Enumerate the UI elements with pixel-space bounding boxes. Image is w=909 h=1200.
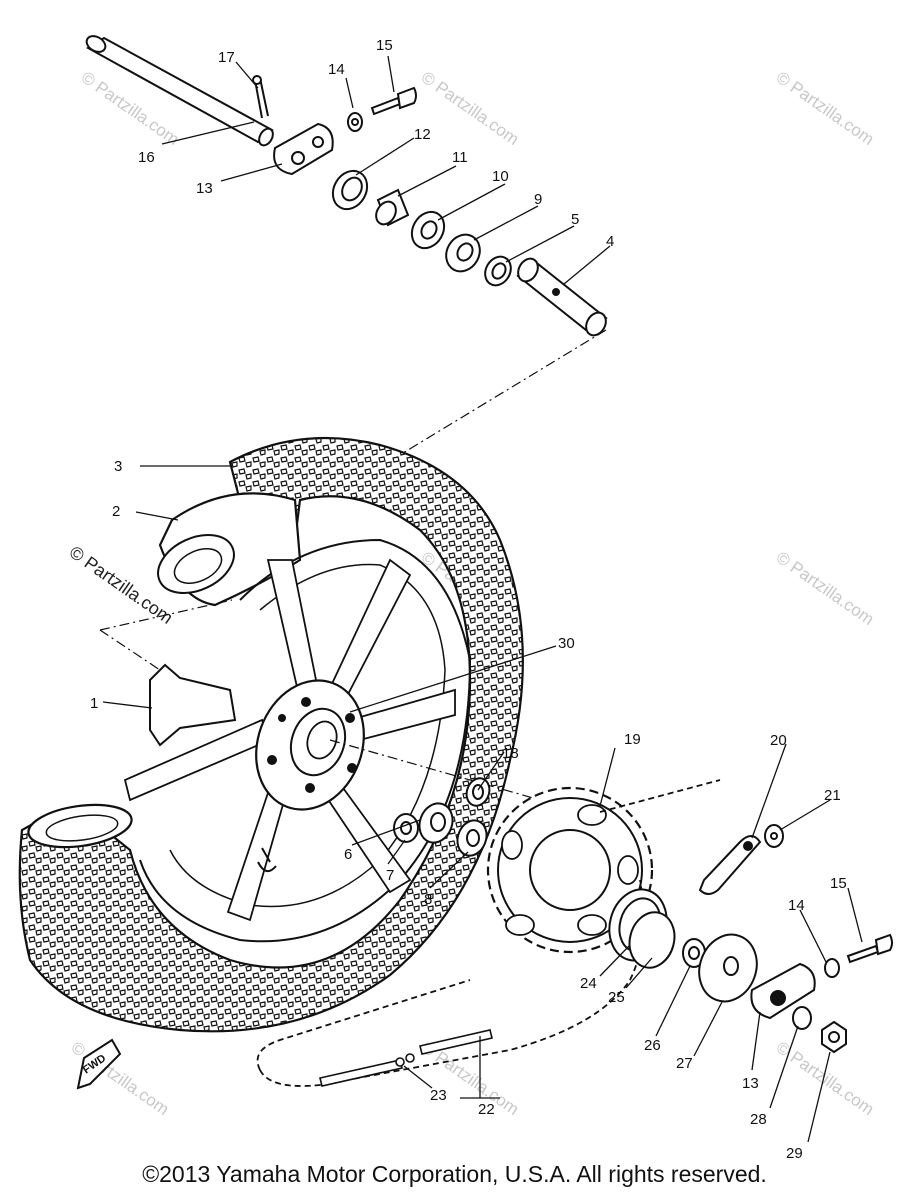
part-labels: 17 14 15 16 13 12 11 10 9 5 4 3 2 1 30 1… — [90, 37, 847, 1162]
part-label-6: 6 — [344, 846, 352, 863]
part-label-26: 26 — [644, 1037, 661, 1054]
part-label-18: 18 — [502, 745, 519, 762]
part-label-19: 19 — [624, 731, 641, 748]
hub-bearings — [393, 777, 491, 857]
part-label-24: 24 — [580, 975, 597, 992]
rear-sprocket — [486, 786, 654, 954]
part-label-16: 16 — [138, 149, 155, 166]
part-label-21: 21 — [824, 787, 841, 804]
part-label-28: 28 — [750, 1111, 767, 1128]
watermark: © Partzilla.com — [773, 1038, 878, 1119]
part-label-4: 4 — [606, 233, 614, 250]
part-label-22: 22 — [478, 1101, 495, 1118]
leader-lines — [102, 55, 863, 1143]
part-label-14b: 14 — [788, 897, 805, 914]
part-label-11: 11 — [452, 149, 468, 166]
hub-flange — [149, 663, 237, 747]
part-label-20: 20 — [770, 732, 787, 749]
part-label-13: 13 — [196, 180, 213, 197]
axle-assembly — [85, 35, 608, 337]
alignment-line — [374, 329, 607, 471]
part-label-25: 25 — [608, 989, 625, 1006]
part-label-8: 8 — [424, 891, 432, 908]
part-label-30: 30 — [558, 635, 575, 652]
watermark: © Partzilla.com — [418, 68, 523, 149]
part-label-9: 9 — [534, 191, 542, 208]
part-label-29: 29 — [786, 1145, 803, 1162]
chain-joint-parts — [319, 1029, 493, 1087]
part-label-23: 23 — [430, 1087, 447, 1104]
part-label-17: 17 — [218, 49, 235, 66]
part-label-27: 27 — [676, 1055, 693, 1072]
chain-adjuster-right — [608, 824, 893, 1054]
part-label-12: 12 — [414, 126, 431, 143]
part-label-3: 3 — [114, 458, 122, 475]
part-label-10: 10 — [492, 168, 509, 185]
part-label-1: 1 — [90, 695, 98, 712]
part-label-14: 14 — [328, 61, 345, 78]
tire — [18, 436, 524, 1033]
part-label-5: 5 — [571, 211, 579, 228]
watermark-dark: © Partzilla.com — [66, 542, 177, 628]
part-label-15: 15 — [376, 37, 393, 54]
part-label-15b: 15 — [830, 875, 847, 892]
wheel-assembly — [18, 436, 524, 1033]
part-label-2: 2 — [112, 503, 120, 520]
watermark: © Partzilla.com — [773, 548, 878, 629]
copyright-notice: ©2013 Yamaha Motor Corporation, U.S.A. A… — [142, 1161, 767, 1187]
part-label-7: 7 — [386, 867, 394, 884]
part-label-13b: 13 — [742, 1075, 759, 1092]
watermark: © Partzilla.com — [773, 68, 878, 149]
